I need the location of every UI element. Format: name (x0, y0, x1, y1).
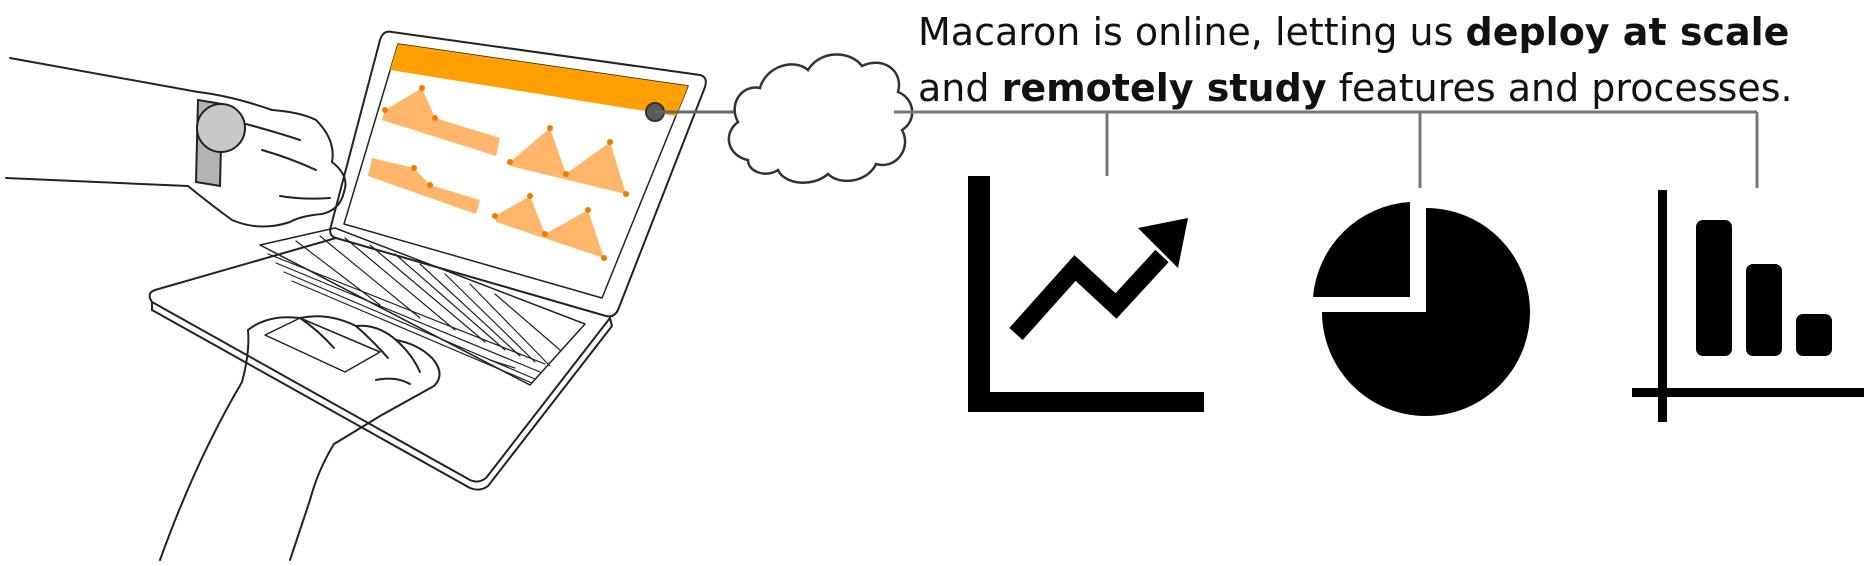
caption-part-3: features and processes. (1326, 66, 1793, 110)
caption-bold-remotely-study: remotely study (1001, 66, 1327, 110)
watch-icon (194, 98, 246, 188)
mini-chart-dot (563, 171, 569, 177)
mini-chart-dot (411, 165, 417, 171)
caption-text: Macaron is online, letting us deploy at … (918, 4, 1848, 116)
cloud-icon (727, 53, 914, 184)
bar-chart-icon (1632, 190, 1864, 422)
mini-chart-dot (492, 213, 498, 219)
caption-part-2: and (918, 66, 1002, 110)
mini-chart-dot (527, 193, 533, 199)
caption-line-2: and remotely study features and processe… (918, 60, 1848, 116)
caption-line-1: Macaron is online, letting us deploy at … (918, 4, 1848, 60)
caption-bold-deploy: deploy at scale (1465, 10, 1790, 54)
mini-chart-dot (382, 107, 388, 113)
hands-illustration (5, 57, 441, 561)
laptop-screen-dashboard (368, 44, 688, 261)
mini-chart-dot (623, 191, 629, 197)
mini-chart-dot (432, 115, 438, 121)
mini-chart-area-3 (368, 158, 480, 214)
line-chart-icon (968, 176, 1204, 412)
mini-chart-area-2 (510, 128, 626, 194)
mini-chart-dot (419, 85, 425, 91)
mini-chart-dot (547, 125, 553, 131)
mini-chart-area-4 (495, 196, 604, 258)
mini-chart-dot (507, 159, 513, 165)
mini-chart-dot (601, 255, 607, 261)
pie-chart-icon (1313, 202, 1530, 416)
laptop-illustration (148, 30, 707, 491)
dashboard-header-bar (390, 44, 688, 116)
mini-chart-dot (542, 231, 548, 237)
connector-lines (894, 110, 1759, 188)
mini-chart-dot (427, 182, 433, 188)
caption-part-1: Macaron is online, letting us (918, 10, 1466, 54)
mini-chart-area-1 (382, 88, 500, 156)
mini-chart-dot (607, 139, 613, 145)
mini-chart-dot (585, 207, 591, 213)
